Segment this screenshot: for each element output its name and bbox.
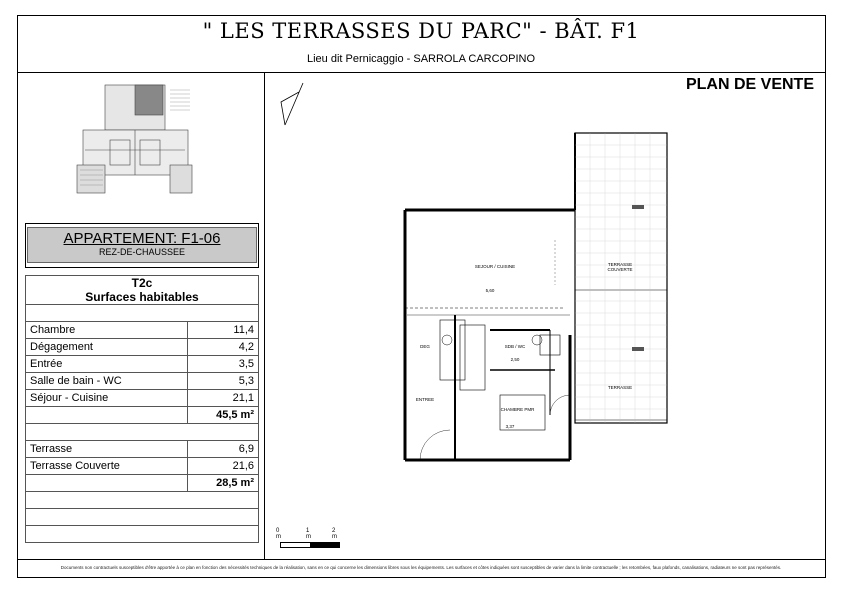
exterior-total: 28,5 m² [187,474,259,492]
dimension-chambre: 3,37 [505,424,515,429]
apartment-type: T2c [25,275,259,290]
apartment-header: APPARTEMENT: F1-06 REZ-DE-CHAUSSEE [27,227,257,263]
room-label-chambre: CHAMBRE PMR [500,407,535,412]
dimension-sejour: 5,60 [485,288,495,293]
key-plan-thumbnail [76,84,193,194]
apartment-panel [25,223,259,268]
plan-type-label: PLAN DE VENTE [685,76,814,93]
room-label-deg: DEG [420,344,430,349]
scale-segment-black [310,542,340,548]
header-divider [17,72,826,73]
scale-segment-white [280,542,311,548]
spacer-row [25,508,259,526]
apartment-name: APPARTEMENT: F1-06 [63,230,221,247]
rooms-total: 45,5 m² [187,406,259,424]
north-arrow-icon [280,82,304,126]
room-label-entree: ENTREE [415,397,435,402]
room-label-terrasse-couverte: TERRASSE COUVERTE [607,262,633,272]
apartment-level: REZ-DE-CHAUSSEE [98,247,185,257]
spacer-row [25,423,259,441]
total-row: 28,5 m² [25,474,259,492]
spacer-row [25,491,259,509]
scale-label: 1 m [306,528,311,540]
spacer-row [25,525,259,543]
footer-divider [17,559,826,560]
column-divider [264,72,265,559]
dimension-sdb: 2,50 [510,357,520,362]
total-row: 45,5 m² [25,406,259,424]
room-label-sejour: SEJOUR / CUISINE [474,264,516,269]
room-label-terrasse: TERRASSE [607,385,633,390]
scale-label: 2 m [332,528,337,540]
location-subtitle: Lieu dit Pernicaggio - SARROLA CARCOPINO [306,53,536,65]
scale-label: 0 m [276,528,281,540]
disclaimer-footer: Documents non contractuels susceptibles … [60,565,782,570]
page-title: " LES TERRASSES DU PARC" - BÂT. F1 [202,19,640,43]
surfaces-heading: Surfaces habitables [25,290,259,305]
floor-plan [403,132,668,462]
page-frame [17,15,826,578]
room-label-sdb: SDB / WC [504,344,526,349]
spacer-row [25,304,259,322]
